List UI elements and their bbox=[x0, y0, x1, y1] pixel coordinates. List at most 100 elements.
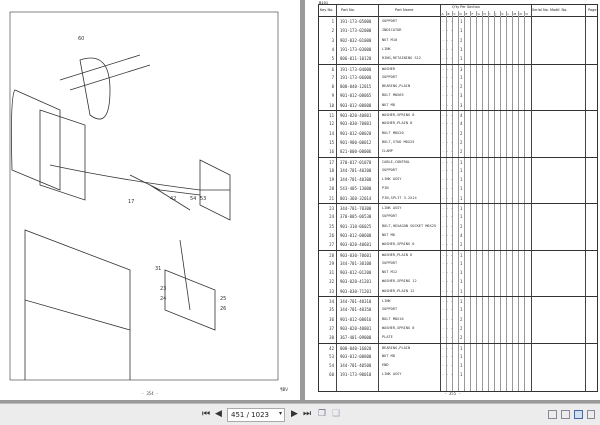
qty-dashes: - - - bbox=[442, 316, 453, 321]
part-number: 901-012-08020 bbox=[340, 130, 372, 136]
part-number: 903-012-00600 bbox=[340, 232, 372, 238]
section-c: C bbox=[453, 12, 456, 16]
qty-value: 2 bbox=[460, 335, 463, 341]
key-no: 5 bbox=[331, 56, 334, 62]
qty-value: 1 bbox=[460, 177, 463, 183]
qty-value: 4 bbox=[460, 232, 463, 238]
table-row: 37 903-020-40801 WASHER,SPRING 8 - - - 2 bbox=[319, 324, 597, 333]
section-e: E bbox=[465, 12, 468, 16]
qty-column-divider bbox=[458, 11, 459, 391]
key-no: 33 bbox=[329, 288, 334, 294]
qty-value: 2 bbox=[460, 149, 463, 155]
part-number: 191-173-04000 bbox=[340, 66, 372, 72]
qty-value: 1 bbox=[460, 252, 463, 258]
part-number: 901-012-08016 bbox=[340, 316, 372, 322]
part-name: LINK ASSY bbox=[382, 372, 402, 377]
qty-dashes: - - - bbox=[442, 372, 453, 377]
qty-column-divider bbox=[512, 11, 513, 391]
previous-page-button[interactable]: ◀ bbox=[215, 409, 222, 419]
table-row: 31 903-012-01200 NUT M12 - - - 1 bbox=[319, 268, 597, 277]
qty-dashes: - - - bbox=[442, 288, 453, 293]
qty-dashes: - - - bbox=[442, 195, 453, 200]
qty-dashes: - - - bbox=[442, 159, 453, 164]
key-no: 16 bbox=[329, 149, 334, 155]
qty-column-divider bbox=[470, 11, 471, 391]
callout-53: 53 bbox=[200, 196, 206, 202]
key-no: 23 bbox=[329, 206, 334, 211]
part-name: WASHER,SPRING 8 bbox=[382, 113, 415, 117]
qty-column-divider bbox=[482, 11, 483, 391]
first-page-button[interactable]: ⏮ bbox=[202, 409, 211, 419]
last-page-button[interactable]: ⏭ bbox=[303, 409, 312, 419]
part-number: 903-020-40801 bbox=[340, 325, 372, 331]
page-dropdown-icon[interactable]: ▾ bbox=[279, 410, 283, 417]
bottom-toolbar: ⏮ ◀ 451 / 1023 ▾ ▶ ⏭ ❐ ❑ bbox=[0, 403, 600, 425]
part-number: 903-030-70801 bbox=[340, 121, 372, 127]
continuous-view-button[interactable] bbox=[561, 410, 570, 419]
table-row: 33 903-030-71201 WASHER,PLAIN 12 - - - 1 bbox=[319, 287, 597, 296]
part-number: 543-405-13000 bbox=[340, 186, 372, 192]
key-no: 9 bbox=[331, 93, 334, 99]
page-number-input[interactable]: 451 / 1023 bbox=[227, 408, 285, 422]
two-page-continuous-view-button[interactable] bbox=[587, 410, 595, 419]
paste-icon[interactable]: ❑ bbox=[332, 409, 341, 419]
table-row: 21 801-360-32014 PIN,SPLIT 3.2X14 - - - … bbox=[319, 194, 597, 203]
qty-value: 2 bbox=[460, 130, 463, 136]
qty-value: 1 bbox=[460, 28, 463, 34]
callout-25: 25 bbox=[220, 296, 226, 302]
section-f: F bbox=[471, 12, 474, 16]
qty-dashes: - - - bbox=[442, 232, 453, 237]
section-h: H bbox=[483, 12, 486, 16]
qty-value: 1 bbox=[460, 260, 463, 266]
part-name: PLATE bbox=[382, 335, 393, 340]
section-b: B bbox=[447, 12, 450, 16]
table-row: 18 344-701-40200 SUPPORT - - - 1 bbox=[319, 166, 597, 175]
part-number: 902-032-01000 bbox=[340, 37, 372, 43]
part-number: 903-030-71201 bbox=[340, 288, 372, 294]
qty-dashes: - - - bbox=[442, 325, 453, 330]
key-no: 32 bbox=[329, 279, 334, 285]
single-page-view-button[interactable] bbox=[548, 410, 557, 419]
key-no: 36 bbox=[329, 316, 334, 322]
key-no: 17 bbox=[329, 159, 334, 165]
table-row: 28 903-030-70601 WASHER,PLAIN 6 - - - 1 bbox=[319, 249, 597, 259]
key-no: 38 bbox=[329, 335, 334, 341]
document-viewport[interactable]: 60 17 31 54 53 42 23 24 25 26 - 354 - ¶B… bbox=[0, 0, 600, 403]
qty-value: 1 bbox=[460, 186, 463, 192]
key-no: 7 bbox=[331, 74, 334, 80]
part-name: SUPPORT bbox=[382, 260, 398, 265]
table-row: 42 808-040-16020 BEARING,PLAIN - - - 1 bbox=[319, 342, 597, 352]
part-number: 344-701-40500 bbox=[340, 363, 372, 369]
qty-dashes: - - - bbox=[442, 46, 453, 51]
two-page-view-button[interactable] bbox=[574, 410, 583, 419]
table-row: 10 903-012-00800 NUT M8 - - - 3 bbox=[319, 101, 597, 110]
part-number: 344-701-70300 bbox=[340, 206, 372, 211]
section-j: J bbox=[495, 12, 497, 16]
qty-dashes: - - - bbox=[442, 149, 453, 154]
key-no: 2 bbox=[331, 28, 334, 34]
part-name: SUPPORT bbox=[382, 307, 398, 312]
part-number: 821-000-00006 bbox=[340, 149, 372, 155]
table-row: 54 344-701-40500 END - - - 1 bbox=[319, 361, 597, 370]
qty-column-divider bbox=[446, 11, 447, 391]
part-name: BOLT,HEXAGON SOCKET M6X25 bbox=[382, 223, 437, 228]
part-name: WASHER,PLAIN 8 bbox=[382, 121, 413, 126]
part-number: 370-017-01070 bbox=[340, 159, 372, 165]
table-row: 9 901-012-08065 BOLT M8X65 - - - 3 bbox=[319, 91, 597, 100]
next-page-button[interactable]: ▶ bbox=[291, 409, 298, 419]
qty-value: 2 bbox=[460, 37, 463, 43]
copy-icon[interactable]: ❐ bbox=[318, 409, 327, 419]
callout-23: 23 bbox=[160, 286, 166, 292]
table-row: 24 370-005-06530 SUPPORT - - - 1 bbox=[319, 212, 597, 221]
part-name: BOLT M8X20 bbox=[382, 130, 404, 135]
key-no: 14 bbox=[329, 130, 334, 136]
qty-column-divider bbox=[524, 11, 525, 391]
part-number: 901-012-08065 bbox=[340, 93, 372, 99]
table-row: 6 191-173-04000 WASHER - - - 3 bbox=[319, 63, 597, 73]
section-l: L bbox=[507, 12, 510, 16]
table-row: 16 821-000-00006 CLAMP - - - 2 bbox=[319, 147, 597, 156]
header-serial: Serial No. Modif. No. bbox=[532, 8, 568, 12]
key-no: 42 bbox=[329, 345, 334, 351]
qty-value: 2 bbox=[460, 139, 463, 145]
qty-value: 1 bbox=[460, 74, 463, 80]
